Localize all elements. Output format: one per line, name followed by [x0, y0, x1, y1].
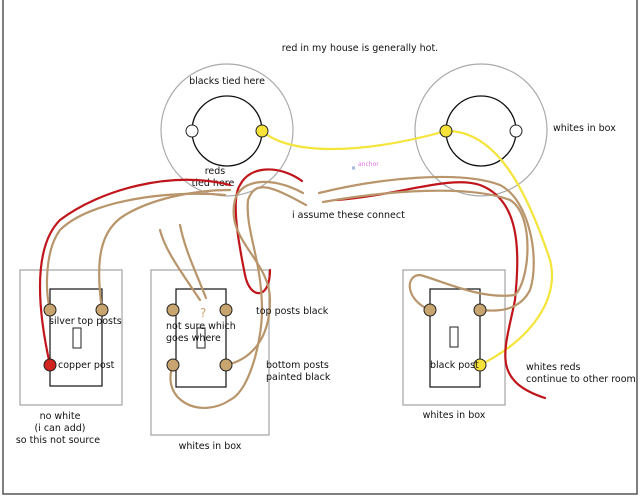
right-fixture-whites-label: whites in box [553, 123, 616, 134]
black-post-label: black post [430, 360, 479, 371]
whites-reds-label: whites reds [526, 362, 581, 373]
middle-switch-top-right-post [219, 303, 233, 317]
right-switch-top-left-post [423, 303, 437, 317]
tied-here-label: tied here [192, 178, 235, 189]
copper-post-label: copper post [58, 360, 115, 371]
right-fixture-white-terminal [509, 124, 523, 138]
right-switch-black-post [473, 358, 487, 372]
silver-top-posts-label: silver top posts [49, 316, 122, 327]
left-light-fixture: blacks tied here reds tied here [160, 63, 294, 197]
not-sure-label: not sure which [166, 321, 236, 332]
left-switch-copper-post [43, 358, 57, 372]
can-add-label: (i can add) [34, 423, 85, 434]
left-switch-box [19, 269, 123, 406]
wires [38, 129, 553, 410]
goes-where-label: goes where [166, 333, 221, 344]
no-white-label: no white [40, 411, 81, 422]
question-mark: ? [200, 306, 206, 320]
top-posts-black-label: top posts black [256, 306, 329, 317]
red-wire-to-copper-post [38, 178, 232, 367]
left-fixture-box [160, 63, 294, 197]
right-switch-top-right-post [473, 303, 487, 317]
title-note: red in my house is generally hot. [282, 43, 438, 54]
painted-black-label: painted black [266, 372, 331, 383]
yellow-wire-fixtures [260, 129, 448, 151]
left-switch-top-left-post [43, 303, 57, 317]
anchor-icon: × [351, 165, 356, 172]
left-fixture-base [191, 95, 263, 167]
right-whites-in-box-label: whites in box [423, 410, 486, 421]
not-source-label: so this not source [16, 435, 100, 446]
right-fixture-yellow-terminal [439, 124, 453, 138]
brown-wire-right-b [321, 189, 529, 312]
left-fixture-yellow-terminal [255, 124, 269, 138]
middle-switch-bottom-left-post [166, 358, 180, 372]
red-wire-mid [234, 168, 304, 277]
right-fixture-box [414, 63, 548, 197]
reds-label: reds [205, 166, 226, 177]
middle-switch-bottom-right-post [219, 358, 233, 372]
brown-wire-to-left-top-left [45, 192, 227, 312]
middle-whites-in-box-label: whites in box [179, 441, 242, 452]
right-switch-toggle [449, 326, 459, 348]
frame [2, 0, 638, 495]
brown-wire-question-a [158, 228, 202, 302]
left-switch-top-right-post [95, 303, 109, 317]
right-switch-box [402, 269, 506, 406]
bottom-posts-label: bottom posts [266, 360, 329, 371]
yellow-wire-to-black-post [444, 129, 553, 367]
middle-switch-box [150, 269, 270, 436]
left-switch-body [49, 288, 103, 387]
left-switch-toggle [72, 327, 82, 349]
middle-switch-top-left-post [166, 303, 180, 317]
brown-wire-question-b [178, 223, 208, 300]
anchor-label: anchor [358, 161, 379, 168]
left-fixture-white-terminal [185, 124, 199, 138]
red-wire-loop [243, 268, 272, 295]
brown-wire-b [169, 186, 308, 410]
middle-switch-toggle [196, 327, 206, 349]
blacks-tied-label: blacks tied here [189, 76, 265, 87]
brown-wire-right-a [317, 175, 535, 312]
red-wire-to-other-room [335, 181, 547, 400]
connect-label: i assume these connect [292, 210, 405, 221]
continue-other-room-label: continue to other room [526, 374, 636, 385]
